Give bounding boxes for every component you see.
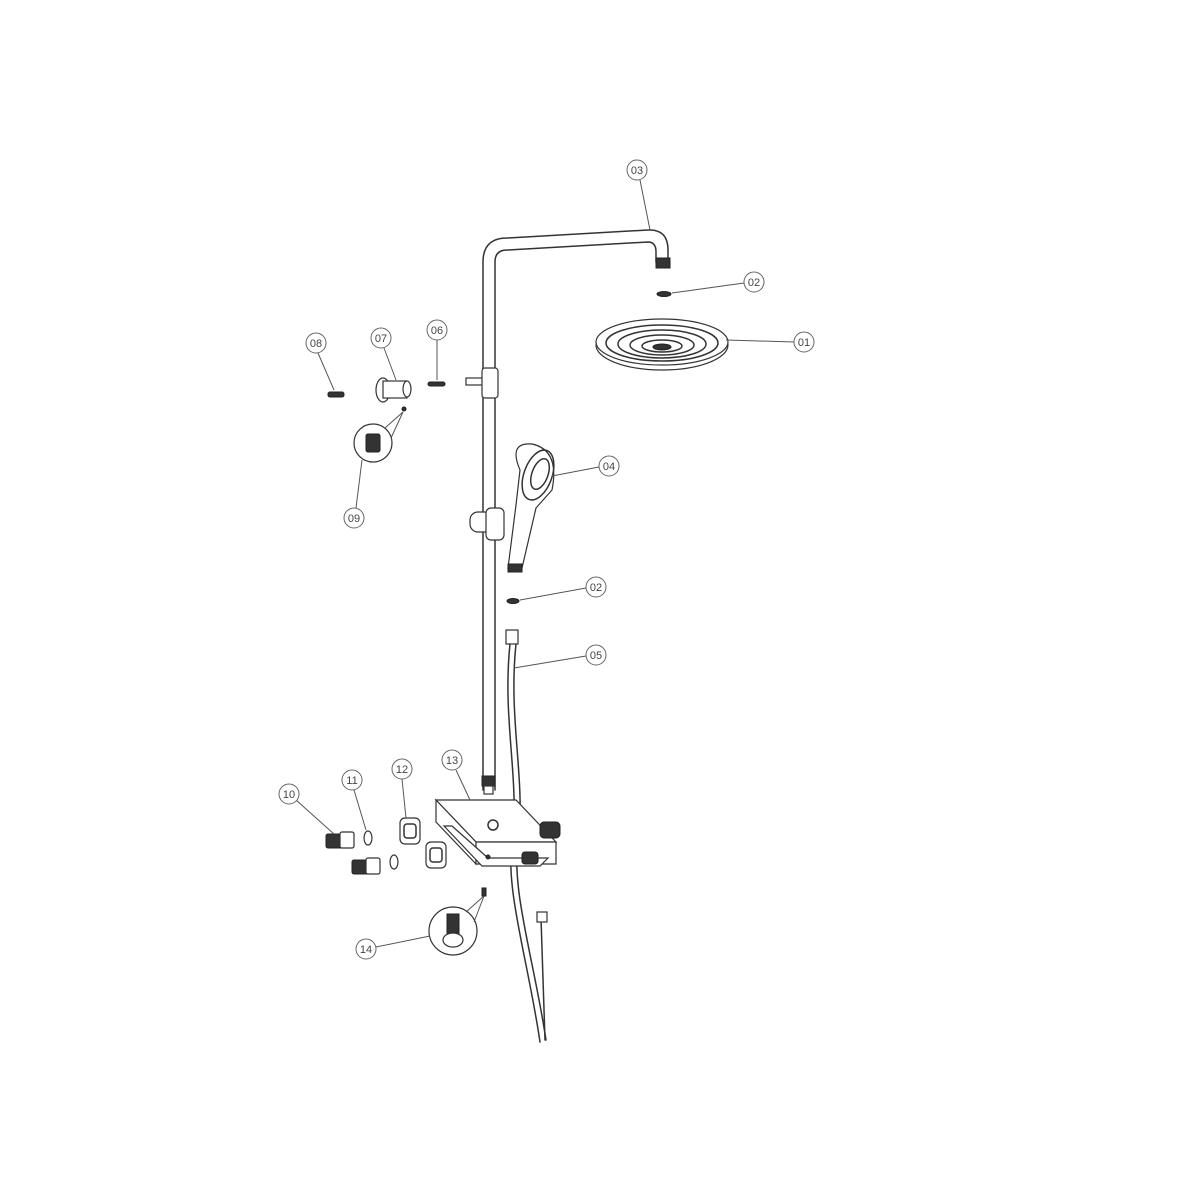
label-09: 09 [348,513,360,525]
callout-13: 13 [441,749,471,801]
label-06: 06 [431,325,443,337]
callout-11: 11 [341,769,367,831]
callout-10: 10 [278,783,335,835]
hand-shower-drawing [469,443,555,573]
callout-12: 12 [391,758,413,819]
screw-detail-drawing [428,887,487,956]
wall-bracket-drawing [375,377,412,403]
connector-washer-drawing [363,830,399,870]
label-05: 05 [590,650,602,662]
callout-06: 06 [426,319,448,380]
callout-07: 07 [370,327,397,381]
label-10: 10 [283,789,295,801]
label-11: 11 [346,775,357,787]
label-04: 04 [603,461,615,473]
label-08: 08 [310,338,322,350]
washer-hand-shower-drawing [506,598,520,604]
callout-03: 03 [626,159,651,231]
shower-riser-pipe-drawing [465,229,671,795]
mixer-valve-shelf-drawing [434,798,561,867]
label-03: 03 [631,165,643,177]
cover-flange-drawing [399,817,447,869]
label-13: 13 [446,755,458,767]
callout-01: 01 [725,331,815,353]
grub-screw-detail-drawing [353,406,407,463]
callout-14: 14 [355,935,431,960]
callout-04: 04 [551,455,620,477]
label-02-top: 02 [748,277,760,289]
washer-top-drawing [656,291,672,297]
eccentric-connector-drawing [325,831,381,875]
rain-shower-head-drawing [595,318,729,371]
callout-09: 09 [343,459,365,529]
callout-05: 05 [513,644,607,669]
label-01: 01 [798,337,810,349]
callout-02-lower: 02 [519,576,607,601]
label-12: 12 [396,764,408,776]
label-14: 14 [360,944,372,956]
callout-08: 08 [305,332,335,391]
screw-wall-bracket-drawing [427,381,446,387]
label-07: 07 [375,333,387,345]
callout-02-top: 02 [671,271,765,294]
wall-plug-drawing [327,391,345,398]
label-02-lower: 02 [590,582,602,594]
part-callouts: 01 02 02 03 04 05 [278,159,815,960]
